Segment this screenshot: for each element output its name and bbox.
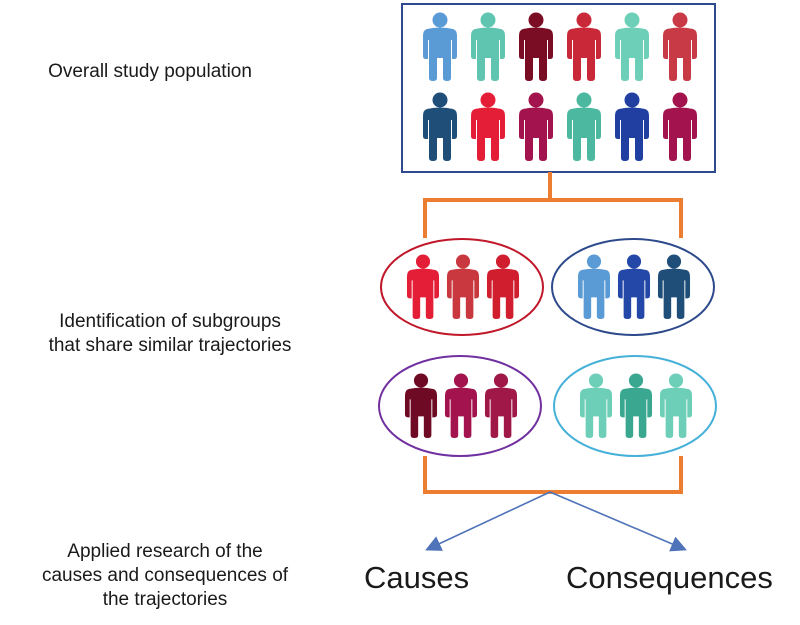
applied-label-line-3: the trajectories [102,589,228,610]
population-label: Overall study population [0,60,300,84]
causes-label: Causes [364,560,470,595]
subgroup-figures [404,254,693,439]
arrow-to-causes [425,491,551,551]
arrow-to-consequences [549,491,687,552]
connector-top [423,172,683,238]
subgroups-label: Identification of subgroups that share s… [0,310,340,358]
subgroups-label-line-2: that share similar trajectories [48,335,292,356]
connector-bottom [423,456,683,494]
applied-label-line-2: causes and consequences of [41,565,289,586]
outcome-arrows [425,491,687,552]
subgroups-label-line-1: Identification of subgroups [59,311,281,332]
consequences-label: Consequences [566,560,773,595]
applied-research-label: Applied research of the causes and conse… [0,540,330,612]
applied-label-line-1: Applied research of the [67,541,263,562]
population-label-text: Overall study population [48,61,252,82]
